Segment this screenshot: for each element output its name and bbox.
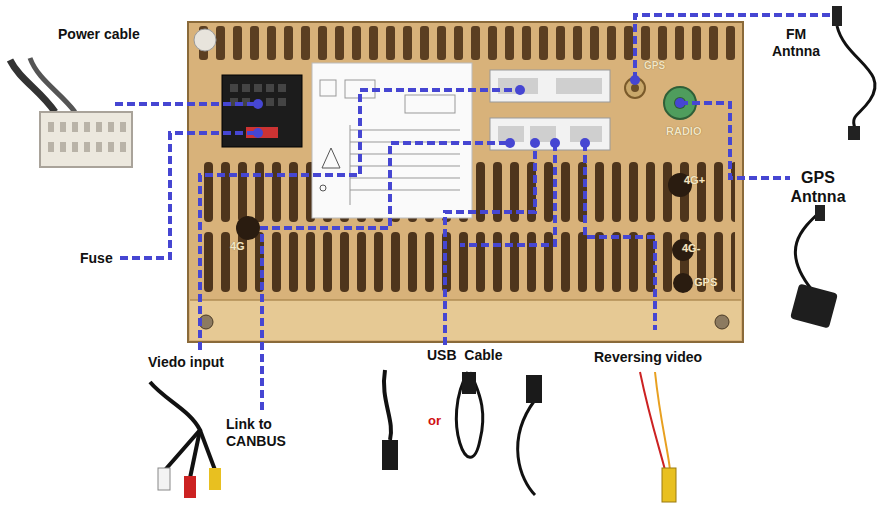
port-marking: GPS	[644, 60, 684, 72]
port-marking: 4G-	[682, 242, 722, 255]
antenna-label: FM Antnna	[766, 26, 826, 60]
port-marking: GPS	[694, 276, 734, 289]
port-marking: 4G	[230, 240, 260, 253]
fuse-label: Fuse	[80, 250, 140, 267]
cable-label: USB Cable	[427, 347, 527, 364]
antenna-label: GPS Antnna	[782, 168, 854, 206]
cable-label: Viedo input	[148, 354, 258, 371]
cable-label: Power cable	[58, 26, 178, 43]
port-marking: RADIO	[666, 125, 716, 138]
port-marking: 4G+	[684, 174, 724, 187]
cable-label: Link to CANBUS	[226, 416, 306, 450]
or-note: or	[428, 413, 458, 429]
cable-label: Reversing video	[594, 349, 724, 366]
